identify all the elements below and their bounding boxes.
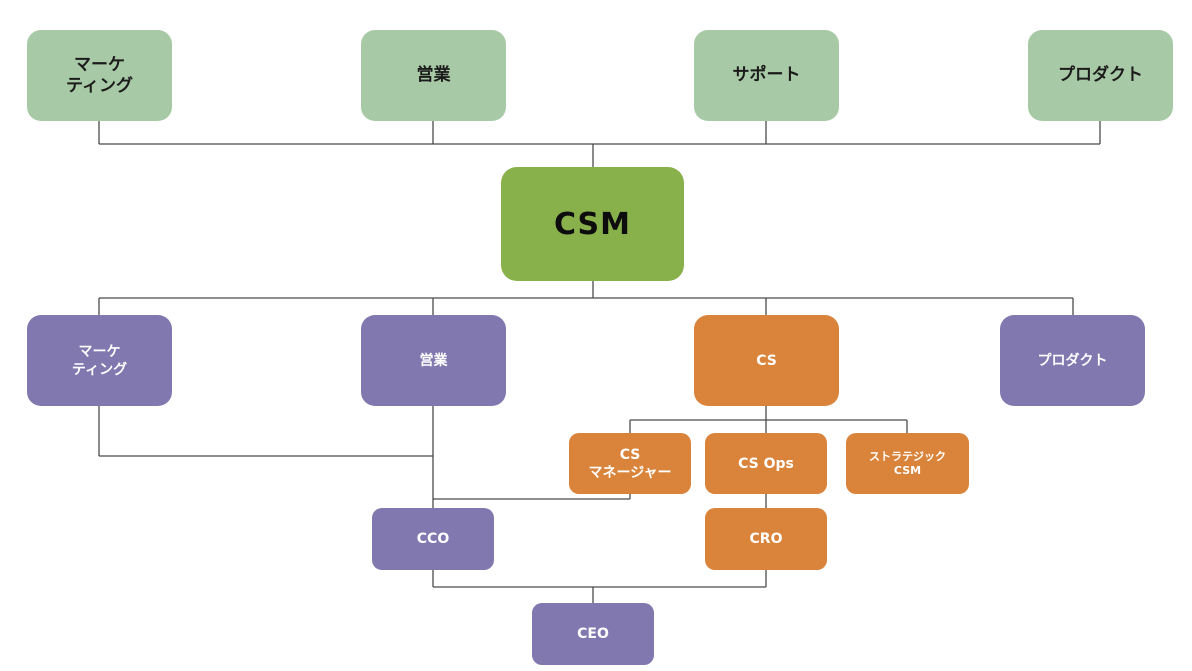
top-sales-label: 営業 — [416, 65, 451, 85]
top-marketing-node: マーケ ティング — [27, 30, 172, 121]
middle-marketing-node: マーケ ティング — [27, 315, 172, 406]
ceo-label: CEO — [577, 626, 609, 642]
top-sales-node: 営業 — [361, 30, 506, 121]
csm-node: CSM — [501, 167, 684, 281]
middle-sales-node: 営業 — [361, 315, 506, 406]
strategic-csm-node: ストラテジック CSM — [846, 433, 969, 494]
csm-label: CSM — [553, 206, 632, 242]
strategic-csm-label: ストラテジック CSM — [869, 449, 946, 477]
top-product-label: プロダクト — [1058, 65, 1143, 85]
cs-manager-node: CS マネージャー — [569, 433, 691, 494]
top-support-node: サポート — [694, 30, 839, 121]
top-support-label: サポート — [732, 65, 801, 85]
middle-product-node: プロダクト — [1000, 315, 1145, 406]
top-marketing-label: マーケ ティング — [66, 54, 133, 96]
middle-product-label: プロダクト — [1037, 352, 1108, 369]
cs-label: CS — [756, 352, 777, 369]
cro-label: CRO — [749, 531, 783, 547]
middle-marketing-label: マーケ ティング — [71, 343, 128, 378]
ceo-node: CEO — [532, 603, 654, 665]
cs-manager-label: CS マネージャー — [588, 446, 672, 481]
cs-ops-label: CS Ops — [738, 455, 794, 472]
cro-node: CRO — [705, 508, 827, 570]
cco-node: CCO — [372, 508, 494, 570]
middle-sales-label: 営業 — [419, 352, 448, 369]
top-product-node: プロダクト — [1028, 30, 1173, 121]
cs-node: CS — [694, 315, 839, 406]
cs-ops-node: CS Ops — [705, 433, 827, 494]
cco-label: CCO — [416, 531, 450, 547]
